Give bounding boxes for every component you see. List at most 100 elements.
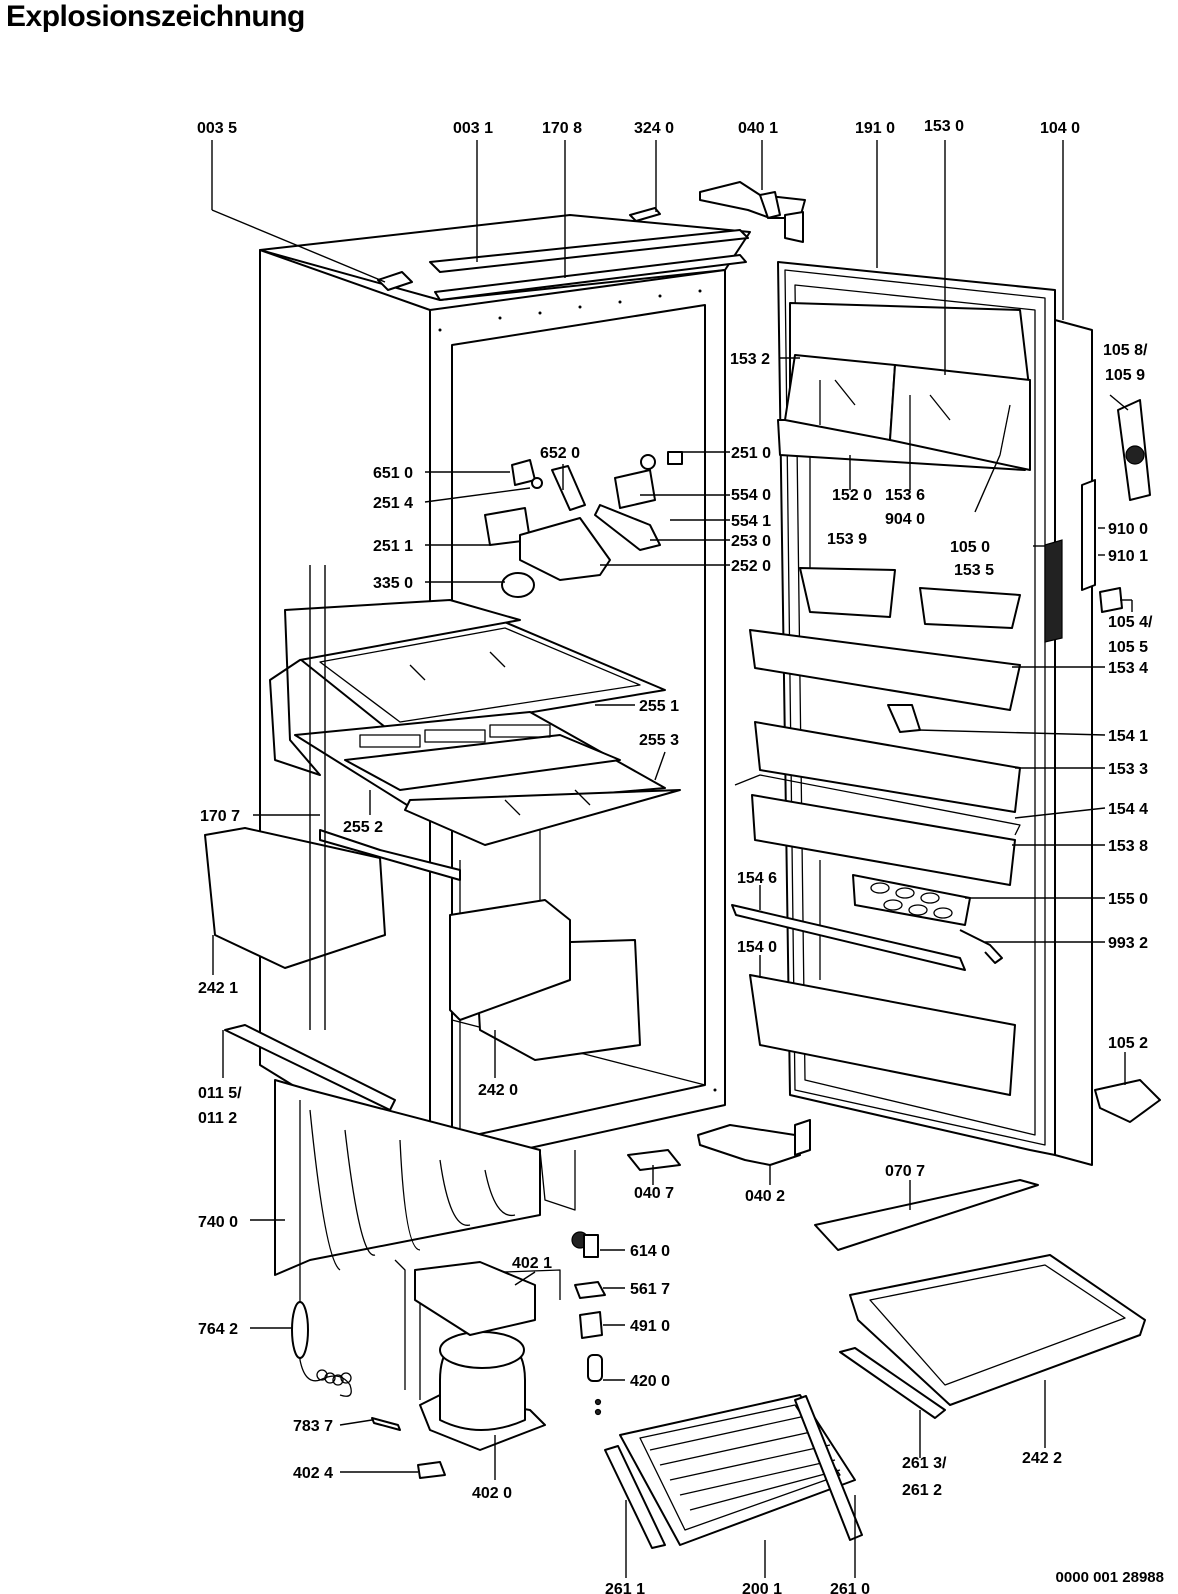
label-170-8: 170 8 bbox=[542, 120, 582, 137]
thermostat-assembly bbox=[484, 451, 683, 598]
label-104-0: 104 0 bbox=[1040, 120, 1080, 137]
label-402-4: 402 4 bbox=[293, 1465, 333, 1482]
label-105-4: 105 4/ bbox=[1108, 614, 1153, 631]
clip-402-4 bbox=[417, 1461, 446, 1479]
label-554-0: 554 0 bbox=[731, 487, 771, 504]
door-bin-153-4 bbox=[749, 629, 1021, 711]
label-040-2: 040 2 bbox=[745, 1188, 785, 1205]
drawer-242-2 bbox=[849, 1254, 1146, 1406]
label-651-0: 651 0 bbox=[373, 465, 413, 482]
top-cover-clip bbox=[377, 271, 413, 291]
top-rail-front bbox=[434, 254, 747, 301]
label-105-5: 105 5 bbox=[1108, 639, 1148, 656]
label-155-0: 155 0 bbox=[1108, 891, 1148, 908]
door-bin-153-8 bbox=[751, 794, 1016, 886]
label-011-5: 011 5/ bbox=[198, 1085, 242, 1102]
label-251-0: 251 0 bbox=[731, 445, 771, 462]
bolt-783-7 bbox=[371, 1417, 401, 1431]
label-070-7: 070 7 bbox=[885, 1163, 925, 1180]
label-153-2: 153 2 bbox=[730, 351, 770, 368]
label-324-0: 324 0 bbox=[634, 120, 674, 137]
label-040-7: 040 7 bbox=[634, 1185, 674, 1202]
page-title: Explosionszeichnung bbox=[6, 0, 305, 33]
label-154-4: 154 4 bbox=[1108, 801, 1148, 818]
label-003-5: 003 5 bbox=[197, 120, 237, 137]
label-764-2: 764 2 bbox=[198, 1321, 238, 1338]
label-252-0: 252 0 bbox=[731, 558, 771, 575]
label-153-6: 153 6 bbox=[885, 487, 925, 504]
label-011-2: 011 2 bbox=[198, 1110, 237, 1127]
pin-993-2 bbox=[959, 929, 1003, 964]
rail-261-0 bbox=[794, 1395, 863, 1541]
side-rail-011-5 bbox=[224, 1024, 396, 1111]
leader-lines bbox=[211, 140, 1133, 1578]
cheese-box bbox=[919, 587, 1021, 629]
label-105-9: 105 9 bbox=[1105, 367, 1145, 384]
label-154-1: 154 1 bbox=[1108, 728, 1148, 745]
label-153-9: 153 9 bbox=[827, 531, 867, 548]
rail-261-3 bbox=[839, 1347, 946, 1419]
label-251-1: 251 1 bbox=[373, 538, 413, 555]
plate-040-7 bbox=[627, 1149, 681, 1171]
vegetable-drawer-242-1 bbox=[204, 827, 386, 969]
label-003-1: 003 1 bbox=[453, 120, 493, 137]
butter-box bbox=[799, 567, 896, 618]
shelf-frame bbox=[269, 599, 521, 776]
label-040-1: 040 1 bbox=[738, 120, 778, 137]
door-bin-154-0 bbox=[749, 974, 1016, 1096]
label-242-2: 242 2 bbox=[1022, 1450, 1062, 1467]
drawer-back bbox=[449, 899, 571, 1021]
glass-shelf-255-1 bbox=[294, 617, 666, 736]
hinge-part-105-8-knob bbox=[1125, 445, 1145, 465]
label-105-8: 105 8/ bbox=[1103, 342, 1148, 359]
label-153-4: 153 4 bbox=[1108, 660, 1148, 677]
label-261-0: 261 0 bbox=[830, 1581, 870, 1594]
label-105-0: 105 0 bbox=[950, 539, 990, 556]
capacitor-420-0 bbox=[587, 1354, 603, 1382]
coil-764-2 bbox=[316, 1369, 352, 1386]
label-491-0: 491 0 bbox=[630, 1318, 670, 1335]
label-261-2: 261 2 bbox=[902, 1482, 942, 1499]
label-783-7: 783 7 bbox=[293, 1418, 333, 1435]
label-335-0: 335 0 bbox=[373, 575, 413, 592]
drawing-number: 0000 001 28988 bbox=[1055, 1569, 1164, 1586]
door-bin-153-3 bbox=[754, 721, 1021, 813]
label-554-1: 554 1 bbox=[731, 513, 771, 530]
label-255-3: 255 3 bbox=[639, 732, 679, 749]
label-904-0: 904 0 bbox=[885, 511, 925, 528]
label-261-1: 261 1 bbox=[605, 1581, 645, 1594]
label-261-3: 261 3/ bbox=[902, 1455, 947, 1472]
bottle-holder-154-6 bbox=[731, 904, 966, 971]
label-154-0: 154 0 bbox=[737, 939, 777, 956]
drier-764-2 bbox=[291, 1301, 309, 1359]
label-910-1: 910 1 bbox=[1108, 548, 1148, 565]
label-420-0: 420 0 bbox=[630, 1373, 670, 1390]
label-910-0: 910 0 bbox=[1108, 521, 1148, 538]
label-652-0: 652 0 bbox=[540, 445, 580, 462]
label-255-1: 255 1 bbox=[639, 698, 679, 715]
label-153-0: 153 0 bbox=[924, 118, 964, 135]
label-105-2: 105 2 bbox=[1108, 1035, 1148, 1052]
crisper-cover-170-7 bbox=[319, 829, 461, 881]
label-251-4: 251 4 bbox=[373, 495, 413, 512]
cover-491-0 bbox=[579, 1311, 603, 1339]
label-561-7: 561 7 bbox=[630, 1281, 670, 1298]
label-614-0: 614 0 bbox=[630, 1243, 670, 1260]
bottle-rail bbox=[734, 774, 1021, 836]
label-200-1: 200 1 bbox=[742, 1581, 782, 1594]
label-402-1: 402 1 bbox=[512, 1255, 552, 1272]
hinge-part-105-2 bbox=[1094, 1079, 1161, 1123]
label-242-0: 242 0 bbox=[478, 1082, 518, 1099]
egg-cups bbox=[870, 882, 953, 919]
glass-shelf-255-3 bbox=[294, 711, 681, 846]
small-clip bbox=[629, 207, 661, 222]
label-153-5: 153 5 bbox=[954, 562, 994, 579]
egg-tray bbox=[852, 874, 971, 926]
rail-261-1 bbox=[604, 1445, 666, 1549]
label-740-0: 740 0 bbox=[198, 1214, 238, 1231]
door-strip-105-0 bbox=[1044, 539, 1063, 643]
door-hinge-bracket-910 bbox=[1081, 479, 1096, 591]
hinge-part-105-4 bbox=[1099, 587, 1123, 613]
compressor-tray-402-1 bbox=[414, 1261, 536, 1336]
